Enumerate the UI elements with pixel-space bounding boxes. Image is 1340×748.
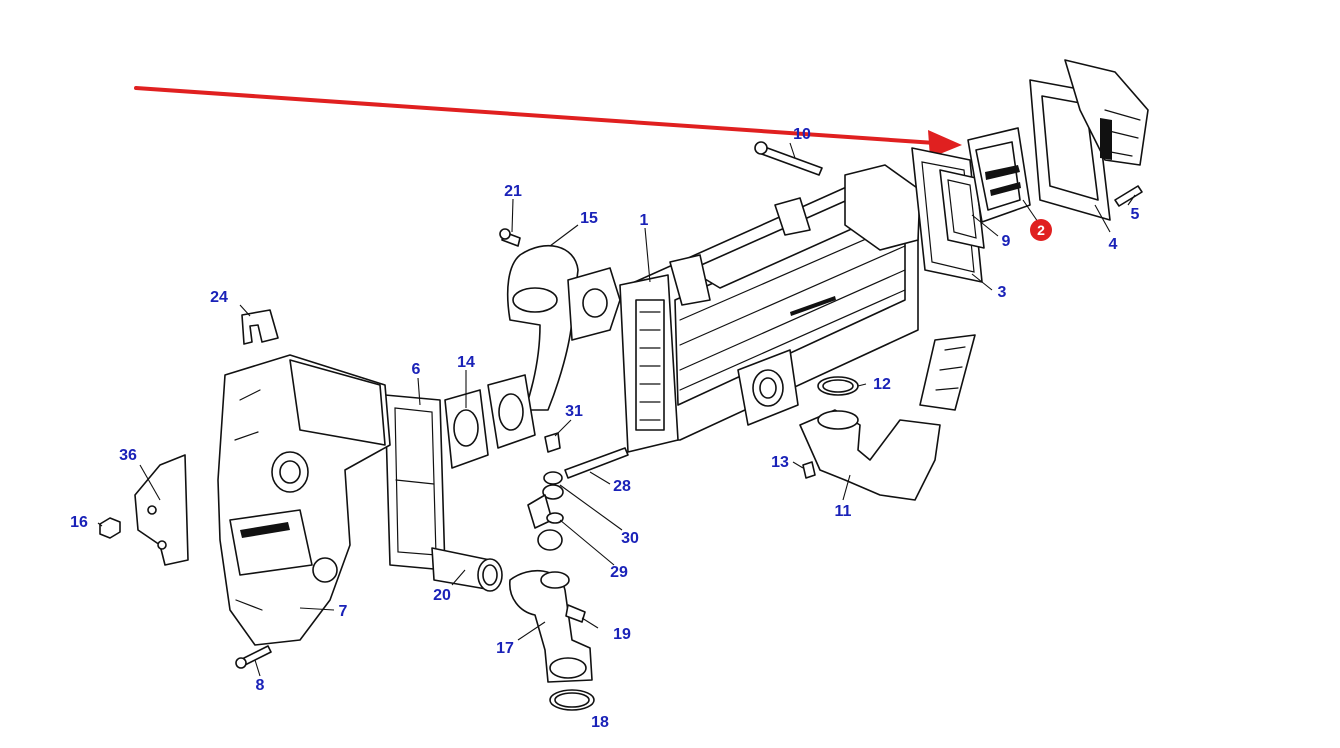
callout-20: 20 [433, 587, 451, 604]
gasket-part-9 [939, 169, 985, 249]
elbow-part-17 [509, 569, 593, 683]
bolt-part-8 [235, 645, 272, 669]
callout-18: 18 [591, 714, 609, 731]
callout-3: 3 [998, 284, 1007, 301]
callout-8: 8 [256, 677, 265, 694]
bolt-part-10 [754, 141, 823, 176]
callout-31: 31 [565, 403, 583, 420]
pipe-part-28 [564, 447, 629, 479]
seal-part-29 [537, 512, 564, 551]
callout-28: 28 [613, 478, 631, 495]
elbow-pipe-part-15 [506, 244, 621, 411]
nut-part-16 [99, 517, 121, 539]
callout-21: 21 [504, 183, 522, 200]
egr-valve-part-4 [1029, 59, 1149, 221]
gasket-part-6 [384, 394, 446, 571]
clip-part-24 [241, 309, 279, 345]
highlight-badge-label: 2 [1037, 222, 1045, 238]
callout-11: 11 [835, 503, 852, 520]
callout-7: 7 [339, 603, 348, 620]
callout-4: 4 [1109, 236, 1118, 253]
callout-24: 24 [210, 289, 228, 306]
bolt-part-13 [802, 461, 816, 479]
screw-part-5 [1114, 185, 1143, 207]
oring-part-12 [817, 376, 859, 396]
callout-5: 5 [1131, 206, 1140, 223]
screw-part-31 [544, 432, 561, 453]
callout-10: 10 [793, 126, 811, 143]
bracket-part-36 [134, 454, 189, 566]
callout-13: 13 [771, 454, 789, 471]
callout-9: 9 [1002, 233, 1011, 250]
pipe-part-20 [431, 547, 503, 592]
callout-17: 17 [496, 640, 514, 657]
oring-part-18 [549, 689, 595, 711]
adapter-part-2 [967, 127, 1031, 223]
callout-30: 30 [621, 530, 639, 547]
fitting-part-30 [527, 471, 564, 529]
gasket-part-14 [444, 374, 536, 469]
bolt-part-21 [499, 228, 521, 247]
leader-lines [97, 142, 1136, 677]
callout-12: 12 [873, 376, 891, 393]
pointer-arrow [134, 86, 962, 158]
callout-labels: 1 3 4 5 6 7 8 9 10 11 12 13 14 15 16 17 … [70, 126, 1139, 731]
callout-29: 29 [610, 564, 628, 581]
outlet-elbow-part-11 [799, 334, 976, 501]
callout-6: 6 [412, 361, 421, 378]
callout-1: 1 [640, 212, 649, 229]
highlight-badge: 2 [1030, 219, 1052, 241]
callout-19: 19 [613, 626, 631, 643]
plug-part-19 [565, 604, 586, 623]
callout-16: 16 [70, 514, 88, 531]
callout-36: 36 [119, 447, 137, 464]
egr-cooler-part-1 [619, 164, 921, 453]
callout-15: 15 [580, 210, 598, 227]
housing-part-7 [217, 354, 391, 646]
callout-14: 14 [457, 354, 475, 371]
